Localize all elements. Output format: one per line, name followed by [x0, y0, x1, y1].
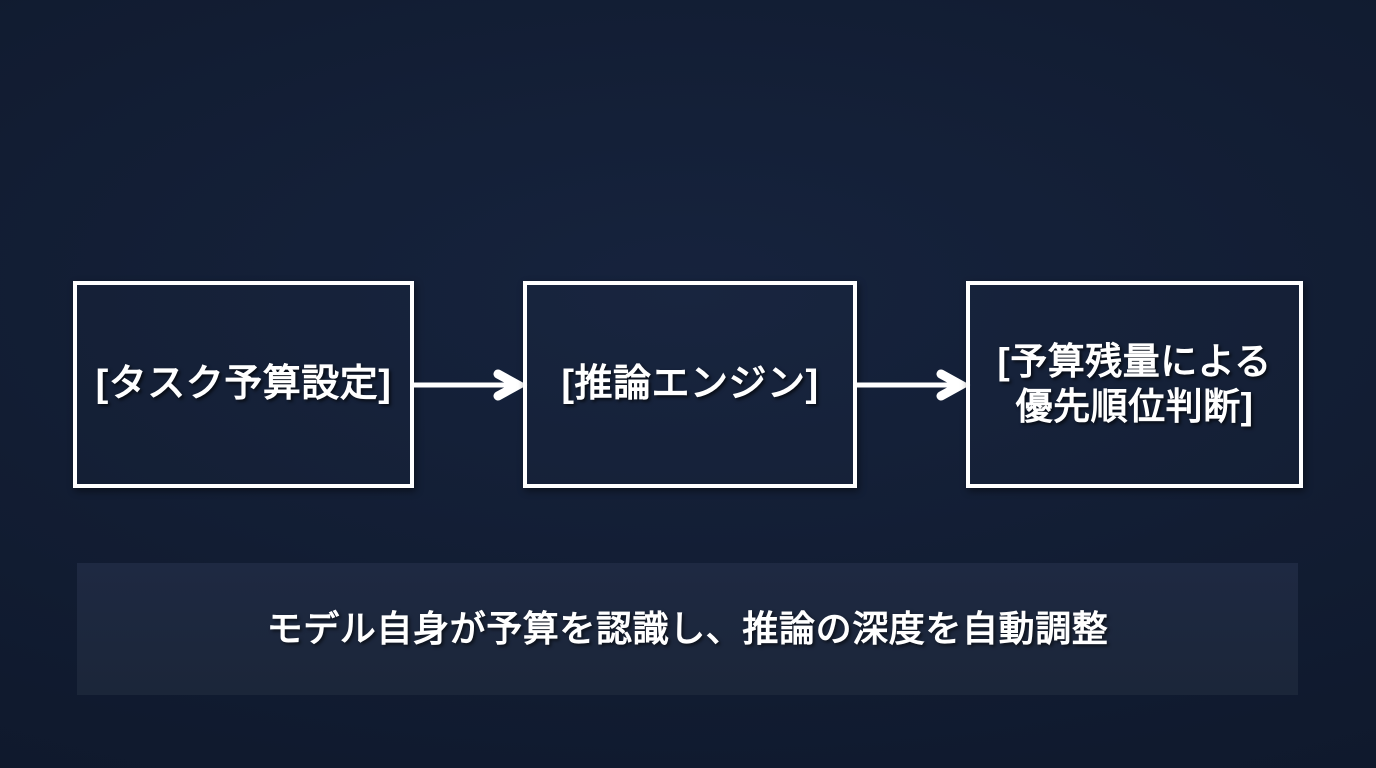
flow-node-label: [推論エンジン] [561, 363, 819, 406]
flow-node-inference-engine: [推論エンジン] [523, 281, 857, 488]
flow-node-label: [予算残量による 優先順位判断] [997, 341, 1272, 427]
flow-node-priority-judgement: [予算残量による 優先順位判断] [966, 281, 1303, 488]
arrow-right-icon [857, 369, 971, 401]
arrow-right-icon [414, 369, 528, 401]
caption-band: モデル自身が予算を認識し、推論の深度を自動調整 [77, 563, 1298, 695]
caption-text: モデル自身が予算を認識し、推論の深度を自動調整 [266, 607, 1109, 649]
flow-diagram: [タスク予算設定] [推論エンジン] [予算残量による 優先順位判断] [0, 281, 1376, 488]
flow-node-label: [タスク予算設定] [95, 363, 392, 406]
flow-node-task-budget-setting: [タスク予算設定] [73, 281, 414, 488]
